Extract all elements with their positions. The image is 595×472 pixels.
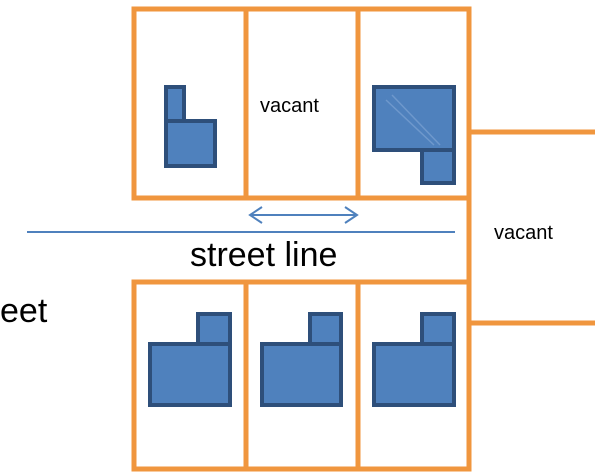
vacant-right-label: vacant <box>494 222 553 244</box>
frontage-arrow <box>248 206 359 224</box>
street-line-label: street line <box>190 236 338 274</box>
street-partial-label: eet <box>0 292 48 330</box>
building-bottom-right <box>372 312 456 407</box>
building-top-right <box>372 85 456 185</box>
building-top-left <box>164 85 217 168</box>
building-bottom-left <box>148 312 232 407</box>
bottom-lots-block <box>131 279 472 472</box>
vacant-top-label: vacant <box>260 95 319 117</box>
lot-outlines <box>131 6 595 472</box>
building-bottom-middle <box>260 312 343 407</box>
top-lots-block <box>131 6 472 201</box>
buildings <box>148 85 456 407</box>
